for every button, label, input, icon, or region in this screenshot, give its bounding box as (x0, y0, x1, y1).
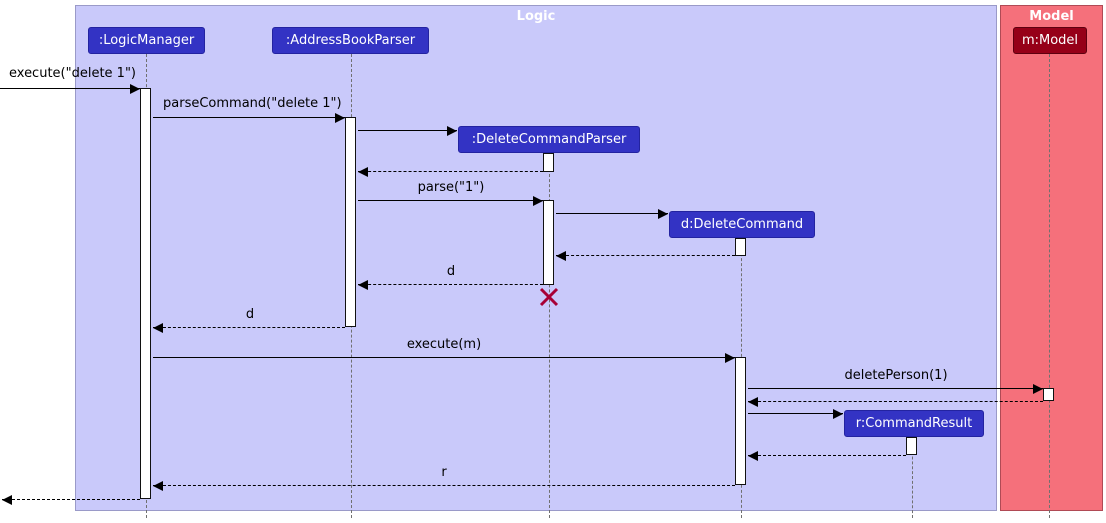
arrowhead-icon (153, 323, 163, 333)
activation-logic-manager (140, 88, 151, 499)
arrowhead-icon (130, 84, 140, 94)
arrowhead-icon (335, 113, 345, 123)
participant-address-book-parser: :AddressBookParser (272, 27, 429, 54)
arrowhead-icon (658, 209, 668, 219)
message-label-delete-person: deletePerson(1) (844, 368, 948, 383)
arrowhead-icon (556, 251, 566, 261)
message-label-return-d2: d (245, 307, 255, 322)
destroy-x-icon (539, 287, 559, 307)
participant-model: m:Model (1013, 27, 1087, 54)
arrow-return-model (748, 397, 1043, 407)
activation-delete-command-parser (543, 200, 554, 285)
arrow-final-return (2, 495, 140, 505)
message-label-execute: execute("delete 1") (9, 66, 137, 81)
arrowhead-icon (833, 409, 843, 419)
arrow-return-create-parser (358, 167, 543, 177)
arrow-execute (0, 84, 140, 94)
arrow-create-delete-command-parser (358, 126, 457, 136)
arrowhead-icon (358, 280, 368, 290)
frame-model: Model (1000, 5, 1103, 511)
activation-address-book-parser (345, 117, 356, 327)
arrow-create-command-result (748, 409, 843, 419)
message-label-return-r: r (441, 465, 447, 480)
arrow-return-create-command (556, 251, 735, 261)
arrowhead-icon (153, 481, 163, 491)
lifeline-model (1049, 54, 1050, 518)
arrow-create-delete-command (556, 209, 668, 219)
arrow-parse-command (153, 113, 345, 123)
arrow-return-r (153, 481, 735, 491)
arrow-execute-m (153, 353, 735, 363)
arrowhead-icon (447, 126, 457, 136)
arrowhead-icon (748, 397, 758, 407)
arrow-delete-person (748, 384, 1043, 394)
arrow-return-d-parser (358, 280, 543, 290)
message-label-parse-command: parseCommand("delete 1") (163, 96, 342, 111)
arrowhead-icon (358, 167, 368, 177)
message-label-execute-m: execute(m) (406, 337, 482, 352)
participant-delete-command: d:DeleteCommand (669, 211, 815, 238)
message-label-parse: parse("1") (417, 180, 485, 195)
arrow-return-create-result (748, 451, 906, 461)
arrow-return-d-logic-manager (153, 323, 345, 333)
activation-model (1043, 388, 1054, 401)
participant-command-result: r:CommandResult (844, 410, 984, 437)
frame-model-title: Model (1029, 9, 1074, 24)
arrowhead-icon (2, 495, 12, 505)
frame-logic: Logic (75, 5, 997, 511)
arrowhead-icon (533, 196, 543, 206)
activation-delete-command (735, 357, 746, 485)
activation-delete-command-parser-create (543, 153, 554, 172)
activation-delete-command-create (735, 238, 746, 256)
lifeline-command-result (912, 437, 913, 518)
lifeline-delete-command-parser (549, 154, 550, 518)
activation-command-result (906, 437, 917, 455)
arrowhead-icon (1033, 384, 1043, 394)
arrow-parse (358, 196, 543, 206)
message-label-return-d1: d (446, 264, 456, 279)
participant-delete-command-parser: :DeleteCommandParser (458, 126, 640, 153)
arrowhead-icon (748, 451, 758, 461)
arrowhead-icon (725, 353, 735, 363)
participant-logic-manager: :LogicManager (88, 27, 205, 54)
frame-logic-title: Logic (516, 9, 556, 24)
